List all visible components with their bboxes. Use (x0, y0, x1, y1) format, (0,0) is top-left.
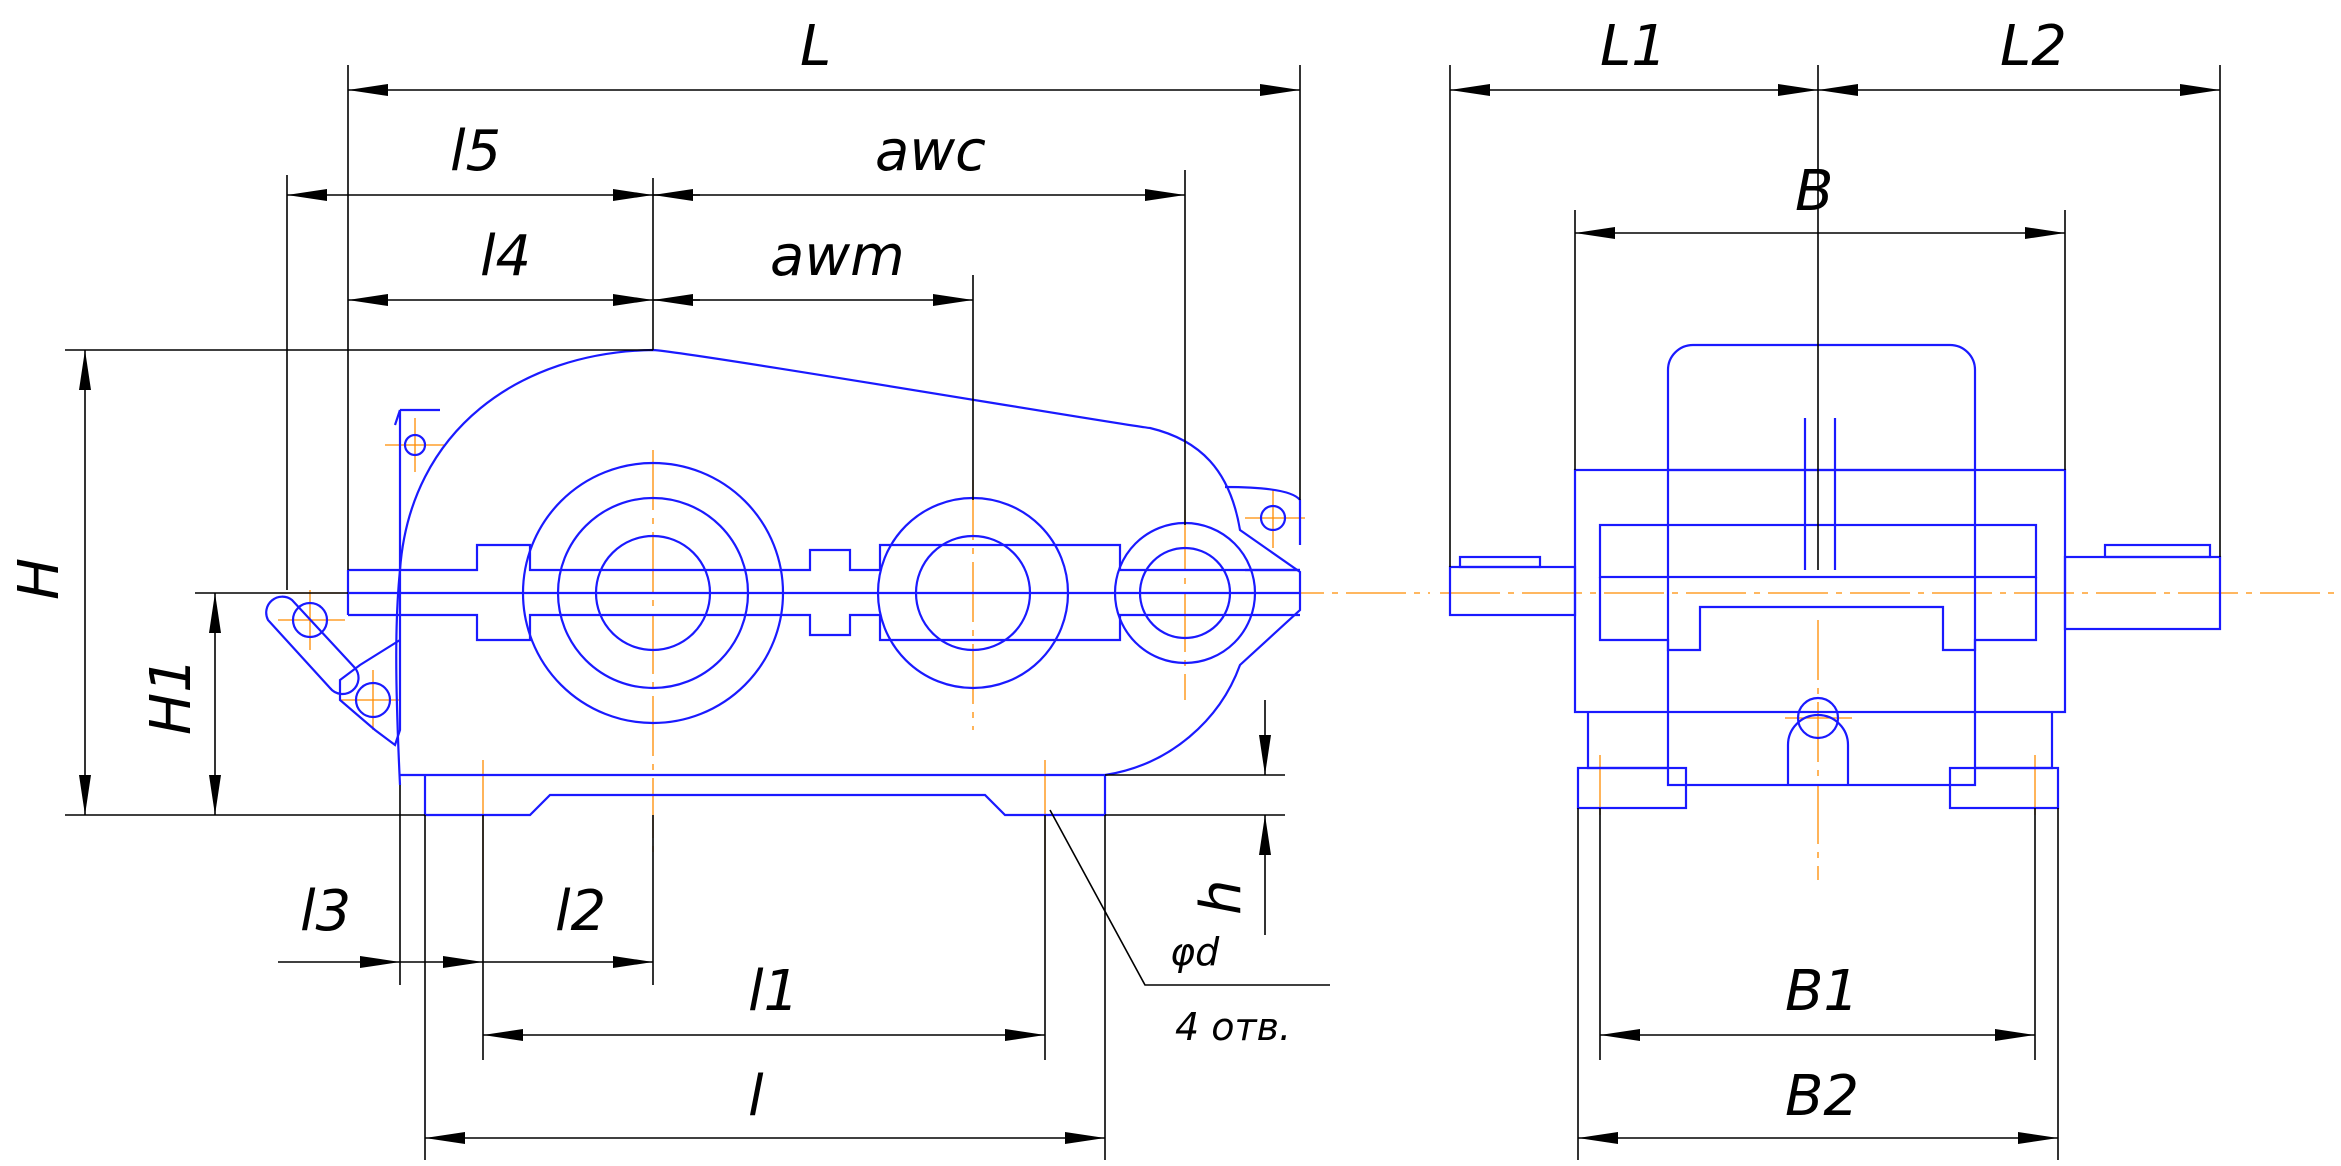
label-awc: awc (875, 119, 986, 184)
label-B1: B1 (1785, 959, 1859, 1024)
front-dimension-lines (79, 84, 1300, 1144)
front-dimension-labels: L l5 awc l4 awm H H1 h l3 l2 l1 l φd 4 о… (7, 14, 1291, 1129)
label-h: h (1189, 880, 1254, 916)
label-B2: B2 (1785, 1064, 1859, 1129)
label-B: B (1795, 159, 1833, 224)
front-extension-lines (65, 65, 1330, 1160)
side-housing (1448, 65, 2222, 810)
side-extension-lines (1449, 65, 2221, 1160)
label-l2: l2 (555, 879, 606, 944)
label-H1: H1 (139, 657, 204, 735)
label-l5: l5 (450, 119, 501, 184)
side-dimension-labels: L1 L2 B B1 B2 (1600, 14, 2067, 1129)
front-view: L l5 awc l4 awm H H1 h l3 l2 l1 l φd 4 о… (7, 14, 1430, 1160)
label-l3: l3 (300, 879, 351, 944)
label-awm: awm (770, 224, 905, 289)
hole-count-note: 4 отв. (1175, 1005, 1291, 1049)
shaft-band (346, 543, 1300, 642)
label-H: H (7, 558, 72, 600)
label-l1: l1 (748, 959, 799, 1024)
label-L2: L2 (2000, 14, 2067, 79)
label-L: L (800, 14, 831, 79)
side-center-lines (1440, 592, 2341, 880)
bolt-holes (291, 433, 1287, 719)
label-L1: L1 (1600, 14, 1667, 79)
side-view: L1 L2 B B1 B2 (1440, 14, 2341, 1160)
hole-diameter-note: φd (1170, 930, 1220, 974)
label-l4: l4 (480, 224, 531, 289)
side-dimension-lines (1450, 84, 2220, 1144)
label-l: l (748, 1064, 764, 1129)
